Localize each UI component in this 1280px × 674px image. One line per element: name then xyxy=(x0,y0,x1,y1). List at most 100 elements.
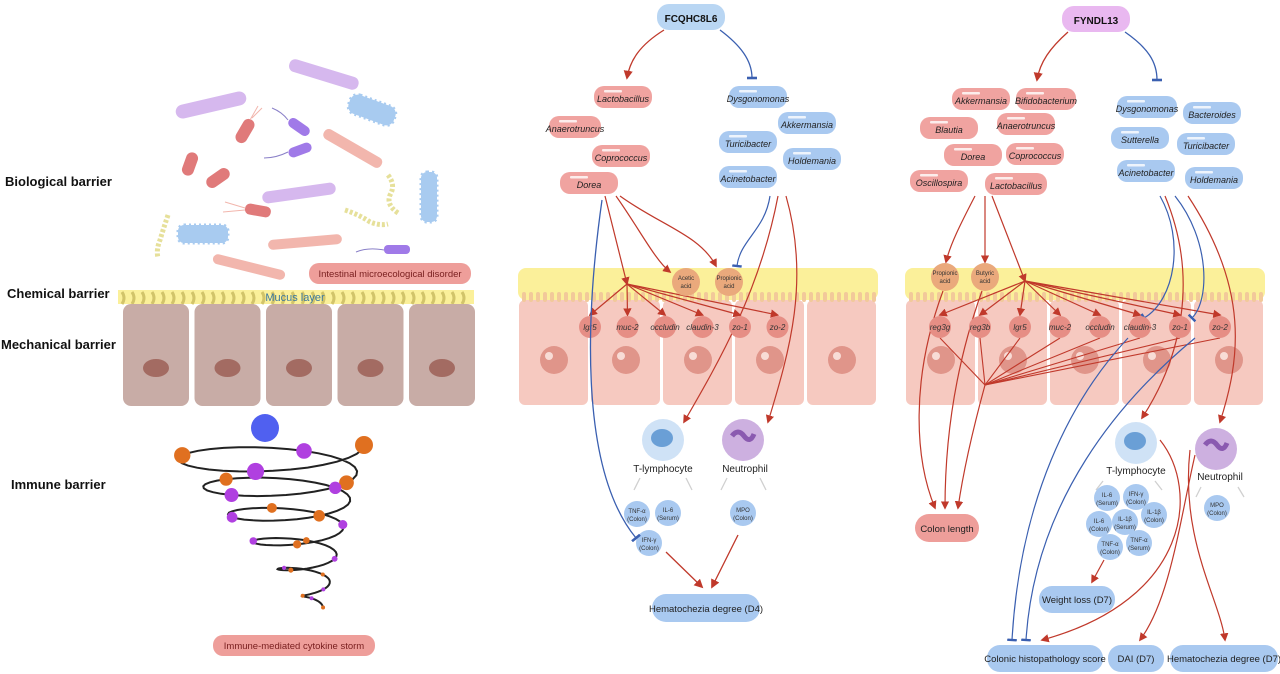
outcome-colonic-histopathology-score: Colonic histopathology score xyxy=(984,645,1106,672)
edge-decrease xyxy=(732,195,771,268)
cytokine-tnf-colon: TNF-α(Colon) xyxy=(1097,534,1123,560)
svg-text:Propionic: Propionic xyxy=(932,271,957,277)
svg-text:(Colon): (Colon) xyxy=(1089,527,1109,533)
gene-zo-1: zo-1 xyxy=(1169,316,1191,338)
cytokine-storm-spiral-icon xyxy=(174,414,373,610)
svg-text:Lactobacillus: Lactobacillus xyxy=(990,181,1043,191)
spiky-bacterium-icon xyxy=(419,170,439,224)
svg-text:zo-1: zo-1 xyxy=(1171,323,1188,332)
outcome-dai-d7: DAI (D7) xyxy=(1108,645,1164,672)
svg-text:Neutrophil: Neutrophil xyxy=(1197,472,1243,483)
svg-text:Anaerotruncus: Anaerotruncus xyxy=(996,121,1056,131)
flagellated-bacterium-icon xyxy=(181,152,199,176)
svg-text:IL-6: IL-6 xyxy=(663,508,674,514)
gene-lgr5: lgr5 xyxy=(1009,316,1031,338)
edge-increase xyxy=(984,337,1061,386)
cytokine-dot-icon xyxy=(219,472,233,486)
edge-increase xyxy=(1024,280,1222,318)
svg-text:lgr5: lgr5 xyxy=(1013,323,1027,332)
svg-text:Immune-mediated cytokine storm: Immune-mediated cytokine storm xyxy=(224,641,365,652)
svg-text:Dorea: Dorea xyxy=(577,180,602,190)
svg-text:(Colon): (Colon) xyxy=(639,546,659,552)
svg-text:(Serum): (Serum) xyxy=(1128,546,1150,552)
edge-increase xyxy=(978,280,1026,317)
svg-text:(Colon): (Colon) xyxy=(733,516,753,522)
svg-text:Sutterella: Sutterella xyxy=(1121,135,1159,145)
svg-text:Turicibacter: Turicibacter xyxy=(725,139,772,149)
edge-decrease xyxy=(719,29,758,80)
svg-text:Butyric: Butyric xyxy=(976,271,994,277)
svg-text:Holdemania: Holdemania xyxy=(1190,175,1238,185)
taxon-holdemania: Holdemania xyxy=(783,148,841,170)
edge-increase xyxy=(1024,280,1102,317)
edge-increase xyxy=(626,283,742,318)
svg-text:Dysgonomonas: Dysgonomonas xyxy=(727,94,790,104)
svg-text:occludin: occludin xyxy=(650,323,680,332)
svg-text:T-lymphocyte: T-lymphocyte xyxy=(633,464,693,475)
cytokine-dot-icon xyxy=(313,510,325,522)
svg-text:Propionic: Propionic xyxy=(716,276,741,282)
svg-text:acid: acid xyxy=(680,284,691,290)
edge-increase xyxy=(984,337,1021,386)
cytokine-il-1-colon: IL-1β(Colon) xyxy=(1141,502,1167,528)
streptococcus-icon xyxy=(385,173,400,216)
barrier-label-chemical: Chemical barrier xyxy=(7,286,110,301)
microbe-disorder-label: Intestinal microecological disorder xyxy=(309,263,471,284)
outcome-weight-loss-d7: Weight loss (D7) xyxy=(1039,586,1115,613)
svg-text:Neutrophil: Neutrophil xyxy=(722,464,768,475)
edge-decrease xyxy=(1007,337,1129,642)
svg-text:muc-2: muc-2 xyxy=(1049,323,1072,332)
rod-bacterium-icon xyxy=(175,91,247,119)
edge-decrease xyxy=(1021,337,1196,642)
edge-increase xyxy=(604,195,630,286)
edge-increase xyxy=(1016,280,1026,317)
cytokine-dot-icon xyxy=(303,537,310,544)
taxon-holdemania: Holdemania xyxy=(1185,167,1243,189)
epithelium-cells xyxy=(123,304,475,406)
edge-increase xyxy=(711,534,739,589)
cytokine-dot-icon xyxy=(226,511,238,523)
svg-text:(Colon): (Colon) xyxy=(1144,518,1164,524)
svg-text:Weight loss (D7): Weight loss (D7) xyxy=(1042,595,1112,606)
gene-zo-2: zo-2 xyxy=(766,316,789,338)
svg-text:Dorea: Dorea xyxy=(961,152,986,162)
edge-decrease xyxy=(589,199,641,543)
barrier-label-mechanical: Mechanical barrier xyxy=(1,337,116,352)
svg-text:Intestinal microecological dis: Intestinal microecological disorder xyxy=(318,269,461,280)
edge-increase xyxy=(665,551,704,589)
epithelial-cell-icon xyxy=(337,304,404,406)
edge-increase xyxy=(1091,559,1105,584)
edge-increase xyxy=(588,283,628,317)
taxon-sutterella: Sutterella xyxy=(1111,127,1169,149)
cytokine-dot-icon xyxy=(266,502,277,513)
edge-increase xyxy=(943,195,976,264)
edge-increase xyxy=(619,195,717,268)
rod-bacterium-icon xyxy=(262,182,336,204)
svg-text:Hematochezia degree (D4): Hematochezia degree (D4) xyxy=(649,604,763,615)
svg-text:IFN-γ: IFN-γ xyxy=(1129,492,1144,498)
edge-increase xyxy=(1024,280,1142,318)
gene-muc-2: muc-2 xyxy=(1049,316,1072,338)
edge-decrease xyxy=(1124,31,1163,82)
svg-text:Bifidobacterium: Bifidobacterium xyxy=(1015,96,1078,106)
cytokine-dot-icon xyxy=(321,605,326,610)
taxon-turicibacter: Turicibacter xyxy=(719,131,777,153)
taxon-acinetobacter: Acinetobacter xyxy=(719,166,777,188)
edge-increase xyxy=(615,195,672,274)
rod-bacterium-icon xyxy=(268,234,342,250)
edge-increase xyxy=(984,337,1101,386)
spirillum-icon xyxy=(263,142,312,159)
cytokine-dot-icon xyxy=(300,593,305,598)
svg-text:FYNDL13: FYNDL13 xyxy=(1074,16,1119,27)
taxon-dorea: Dorea xyxy=(944,144,1002,166)
cytokine-mpo-colon: MPO(Colon) xyxy=(1204,495,1230,521)
gene-reg3g: reg3g xyxy=(929,316,951,338)
cytokine-dot-icon xyxy=(251,414,279,442)
taxon-lactobacillus: Lactobacillus xyxy=(985,173,1047,195)
edge-increase xyxy=(1187,449,1229,642)
edge-increase xyxy=(1187,195,1236,424)
gene-claudin-3: claudin-3 xyxy=(686,316,719,338)
svg-text:acid: acid xyxy=(723,284,734,290)
svg-text:(Colon): (Colon) xyxy=(1100,550,1120,556)
taxon-dysgonomonas: Dysgonomonas xyxy=(1116,96,1179,118)
